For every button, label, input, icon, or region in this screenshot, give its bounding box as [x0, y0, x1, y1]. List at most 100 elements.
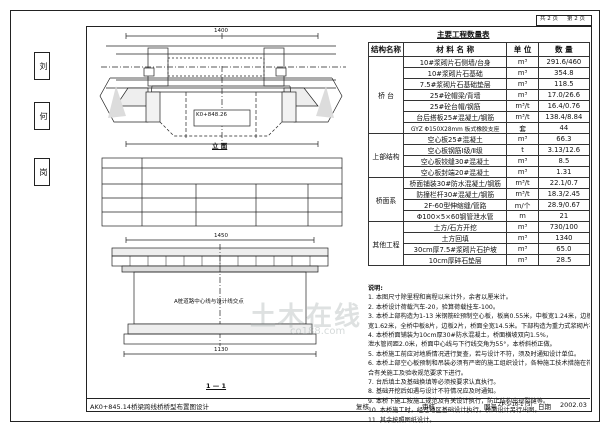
cell-material: 7.5#浆砌片石基础垫层 — [402, 78, 508, 90]
cell-unit: m³/t — [506, 177, 539, 189]
note-line: 泄水管间距2.0米，桥面中心线与下行线交角为55°，本桥斜桥正做。 — [368, 341, 556, 349]
cell-material: 土方回填 — [402, 232, 508, 244]
elevation-view — [99, 66, 343, 147]
cell-unit: m³ — [506, 155, 539, 167]
note-line: 2. 本桥设计荷载汽车-20，验算荷载挂车-100。 — [368, 303, 500, 311]
table-title: 主要工程数量表 — [437, 30, 490, 39]
cell-material: 防撞栏杆30#混凝土/钢筋 — [402, 188, 508, 200]
design-label: 复核 — [356, 403, 369, 411]
inner-frame — [86, 26, 592, 412]
bridge-drawing — [99, 33, 346, 357]
cell-qty: 28.5 — [537, 254, 591, 266]
cell-qty: 17.0/26.6 — [537, 89, 591, 101]
cell-material: 25#砼台帽/钢筋 — [402, 100, 508, 112]
note-line: 8. 基础开挖后如遇与设计不符情况应及时通知。 — [368, 388, 500, 396]
cell-qty: 44 — [537, 122, 591, 134]
note-line: 宽1.62米，全桥中板8片，边板2片，桥面全宽14.5米。下部构造为重力式浆砌片… — [368, 322, 590, 330]
side-label-1: 刘 — [34, 52, 50, 80]
section-width-dim: 1450 — [214, 233, 228, 239]
cell-material: 空心板铰缝30#混凝土 — [402, 155, 508, 167]
section-note: A桩道路中心线与设计线交点 — [174, 299, 244, 305]
sta-label: K0+848.26 — [196, 112, 227, 118]
cell-material: 台后搭板25#混凝土/钢筋 — [402, 111, 508, 123]
drawing-no-label: 图号 — [484, 403, 497, 411]
cell-qty: 21 — [537, 210, 591, 222]
cell-material: 10cm厚碎石垫层 — [402, 254, 508, 266]
elevation-total-dim: 1400 — [214, 28, 228, 34]
cell-unit: m/个 — [506, 199, 539, 211]
date-label: 日期 — [538, 403, 551, 411]
note-line: 10. 本桥施工时，经过地区基础设计执行，桥面设计另行出图。 — [368, 407, 541, 415]
cell-unit: m³ — [506, 89, 539, 101]
note-line: 合有关施工及验收规范要求下进行。 — [368, 369, 467, 377]
cell-material: 2F-60型伸缩缝/管路 — [402, 199, 508, 211]
date-value: 2002.03 — [560, 401, 587, 409]
cell-material: 10#浆砌片石基础 — [402, 67, 508, 79]
cell-material: 桥面铺装30#防水混凝土/钢筋 — [402, 177, 508, 189]
cell-material: GYZ Φ150X28mm 板式橡胶支座 — [402, 122, 508, 134]
geology-table — [101, 157, 343, 227]
note-line: 1. 本图尺寸除里程和高程以米计外，余者以厘米计。 — [368, 294, 512, 302]
cell-qty: 18.3/2.45 — [537, 188, 591, 200]
watermark-sub: co188.com — [290, 326, 346, 337]
page-total: 共 2 页 — [540, 16, 558, 22]
cell-qty: 1.31 — [537, 166, 591, 178]
cell-qty: 28.9/0.67 — [537, 199, 591, 211]
title-block: AK0+845.14桥梁跨线桥桥型布置图设计 复核 审核 图号 ZP-S-16-… — [86, 398, 590, 411]
header-material: 材 料 名 称 — [402, 42, 508, 57]
cell-qty: 8.5 — [537, 155, 591, 167]
cell-material: 空心板封端20#混凝土 — [402, 166, 508, 178]
cell-qty: 16.4/0.76 — [537, 100, 591, 112]
group-other-works: 其他工程 — [368, 221, 404, 266]
cell-qty: 730/100 — [537, 221, 591, 233]
cell-unit: m³/t — [506, 100, 539, 112]
cell-material: 25#砼帽梁/背墙 — [402, 89, 508, 101]
section-view — [111, 237, 329, 357]
table-header-row: 结构名称 材 料 名 称 单 位 数 量 — [368, 42, 591, 57]
cell-unit: m³ — [506, 232, 539, 244]
check-label: 审核 — [422, 403, 435, 411]
section-title: 1 — 1 — [206, 382, 227, 390]
cell-unit: m³ — [506, 243, 539, 255]
cell-material: Φ100×5×60钢管泄水管 — [402, 210, 508, 222]
plan-view — [101, 33, 346, 107]
cell-unit: m³ — [506, 56, 539, 68]
cell-unit: 套 — [506, 122, 539, 134]
elevation-title: 立 面 — [212, 142, 228, 150]
notes-heading: 说明: — [368, 285, 383, 292]
outer-frame — [10, 10, 600, 422]
cell-unit: m³ — [506, 133, 539, 145]
note-line: 7. 台后填土及基础换填等必须按要求认真执行。 — [368, 379, 500, 387]
cell-unit: m³ — [506, 166, 539, 178]
cell-unit: t — [506, 144, 539, 156]
page-current: 第 2 页 — [567, 16, 585, 22]
design-notes: 说明: 1. 本图尺寸除里程和高程以米计外，余者以厘米计。 2. 本桥设计荷载汽… — [368, 284, 590, 425]
cell-unit: m³ — [506, 67, 539, 79]
side-label-3: 岗 — [34, 158, 50, 186]
side-label-2: 何 — [34, 102, 50, 130]
header-unit: 单 位 — [506, 42, 539, 57]
cell-qty: 66.3 — [537, 133, 591, 145]
cell-qty: 65.0 — [537, 243, 591, 255]
cell-qty: 118.5 — [537, 78, 591, 90]
note-line: 4. 本桥桥面铺装为10cm厚30#防水混凝土，桥面横坡双向1.5%， — [368, 332, 552, 340]
cell-material: 空心板钢筋Ⅰ级/Ⅱ级 — [402, 144, 508, 156]
cell-unit: m³/t — [506, 188, 539, 200]
cell-unit: m³/t — [506, 111, 539, 123]
note-line: 3. 本桥上部构造为1-13 米钢筋砼预制空心板，板高0.55米，中板宽1.24… — [368, 313, 590, 321]
note-line: 6. 本桥上部空心板预制和吊装必须有严密的施工组织设计，各种施工技术措施在符 — [368, 360, 590, 368]
cell-qty: 1340 — [537, 232, 591, 244]
cell-qty: 354.8 — [537, 67, 591, 79]
cell-qty: 138.4/8.84 — [537, 111, 591, 123]
note-line: 5. 本桥施工前应对地质情况进行复查，若与设计不符，须及时通知设计单位。 — [368, 350, 581, 358]
cell-material: 30cm厚7.5#浆砌片石护坡 — [402, 243, 508, 255]
